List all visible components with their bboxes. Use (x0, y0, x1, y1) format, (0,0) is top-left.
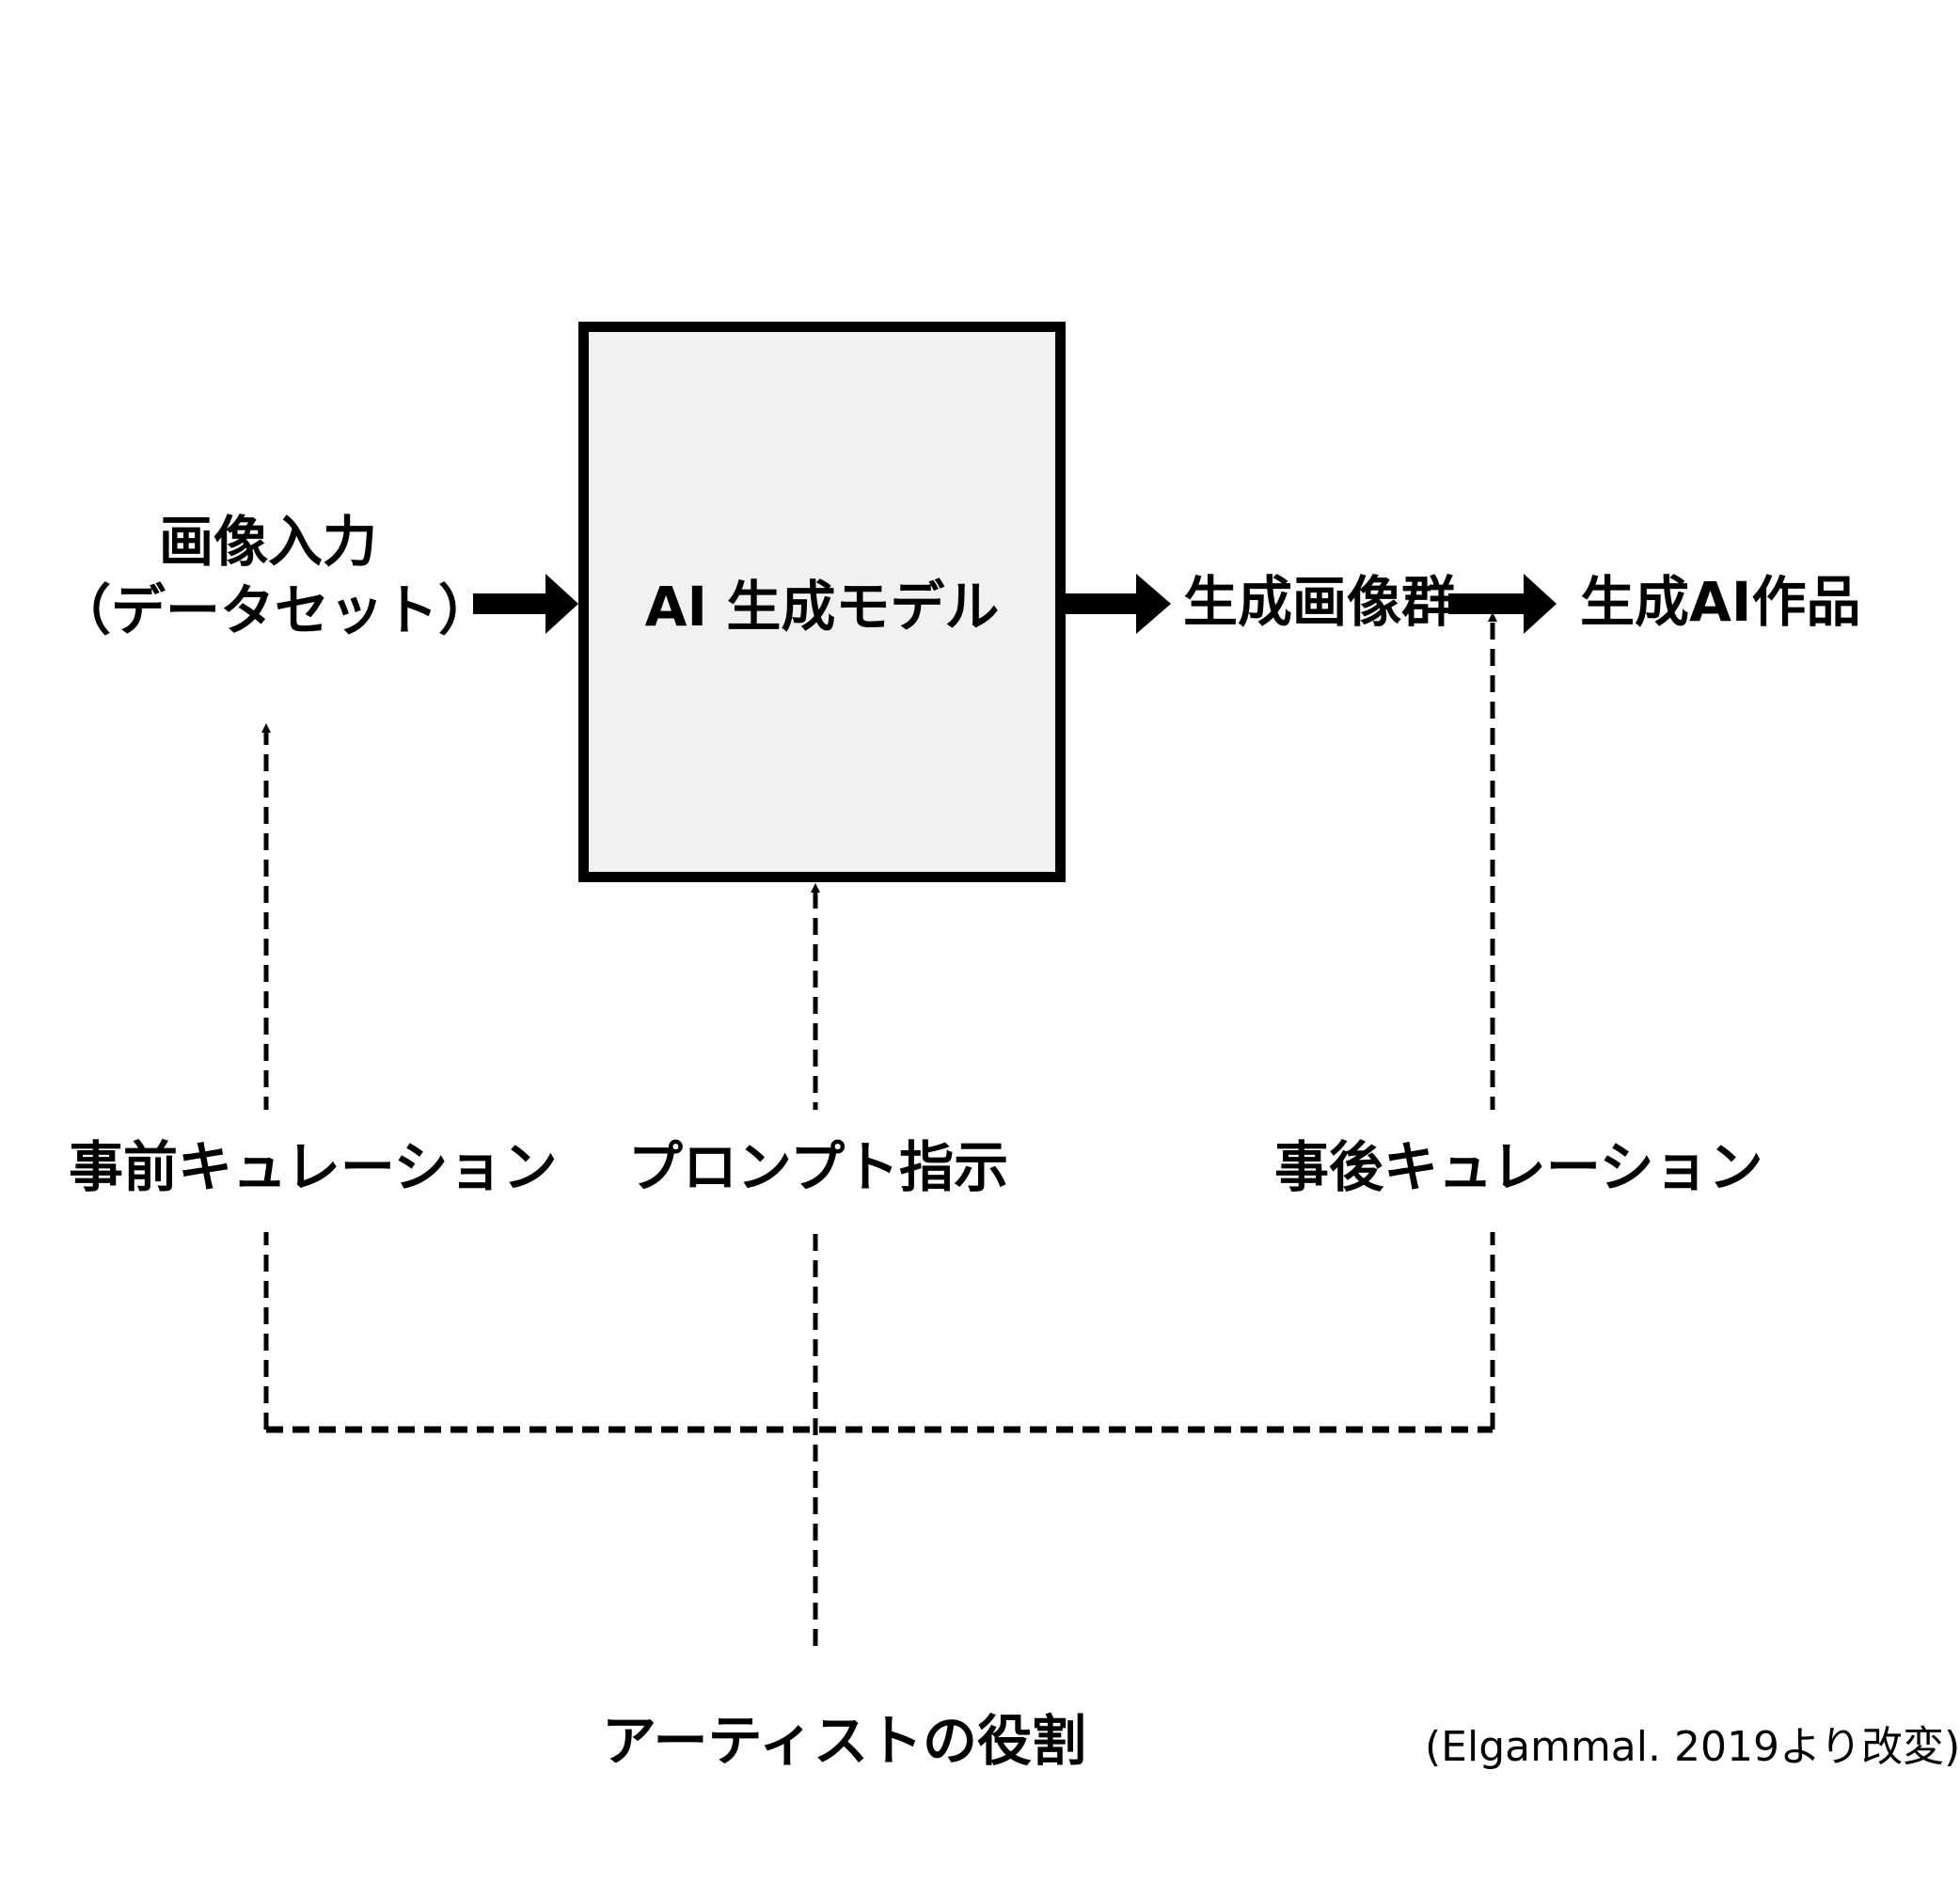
label-mask-post (1453, 1110, 1538, 1232)
artist-role-label: アーティストの役割 (602, 1709, 1087, 1773)
image-input-subtitle: （データセット） (56, 577, 494, 642)
flow-arrow-model-to-images (1066, 574, 1171, 634)
prompt-instruction-label: プロンプト指示 (627, 1135, 1009, 1199)
source-note: (Elgammal. 2019より改変) (1425, 1723, 1960, 1771)
ai-model-label: AI 生成モデル (644, 575, 1000, 639)
flow-arrow-images-to-artwork (1448, 574, 1557, 634)
image-input-label: 画像入力 （データセット） (56, 508, 494, 644)
image-input-title: 画像入力 (158, 510, 377, 574)
diagram-canvas (261, 574, 1557, 1646)
label-mask-prompt (781, 1110, 856, 1232)
generated-images-label: 生成画像群 (1183, 570, 1457, 634)
post-curation-label: 事後キュレーション (1274, 1135, 1763, 1199)
pre-curation-label: 事前キュレーション (69, 1135, 558, 1199)
ai-model-box: AI 生成モデル (578, 322, 1066, 882)
generated-artwork-label: 生成AI作品 (1580, 570, 1861, 634)
flow-arrow-input-to-model (473, 574, 578, 634)
label-mask-pre (226, 1110, 310, 1232)
